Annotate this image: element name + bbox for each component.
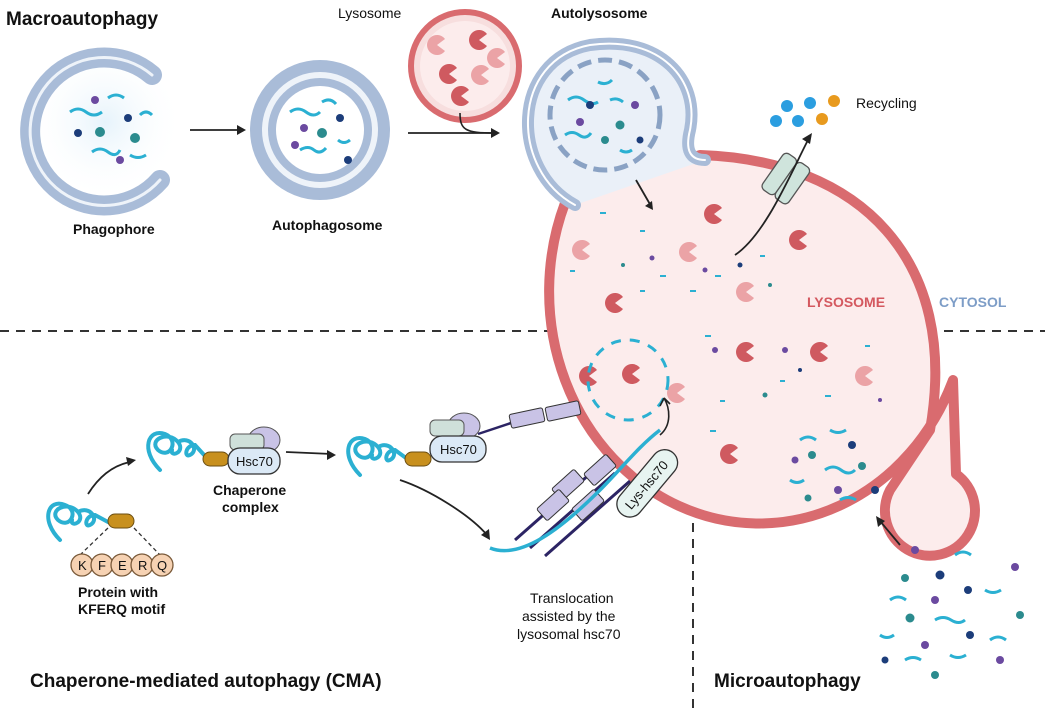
phagophore-label: Phagophore: [73, 221, 155, 237]
kferq-motif: K F E R Q: [70, 553, 174, 577]
translocation-label-line1: Translocation: [530, 590, 614, 606]
autophagosome: [250, 60, 390, 200]
microautophagy-title: Microautophagy: [714, 671, 861, 692]
efflux-transporter: [734, 133, 812, 256]
motif-letter-r: R: [138, 558, 147, 573]
autophagosome-label: Autophagosome: [272, 217, 383, 233]
arrow-phagophore-to-autophagosome: [190, 125, 246, 135]
motif-letter-q: Q: [157, 558, 167, 573]
cma-degradation: [586, 338, 671, 436]
protein-label-line2: KFERQ motif: [78, 601, 165, 617]
arrow-autolysosome-to-lysosome: [635, 179, 653, 210]
lamp2a-channel: Lys-hsc70: [489, 428, 679, 558]
hsc70-label-a: Hsc70: [236, 454, 273, 469]
inner-vesicle-dashed: [547, 57, 663, 173]
lysosome: [408, 9, 522, 134]
arrow-cytosol-to-invagination: [876, 516, 901, 546]
translocation-label-line2: assisted by the: [522, 608, 616, 624]
arrow-protein-to-complex: [87, 457, 136, 495]
chaperone-complex-bound: Hsc70: [346, 400, 582, 477]
degradation-debris: [570, 212, 882, 432]
cytosol-region-label: CYTOSOL: [939, 294, 1007, 310]
translocation-label-line3: lysosomal hsc70: [517, 626, 621, 642]
motif-letter-k: K: [78, 558, 87, 573]
cytosolic-cargo: [879, 546, 1024, 679]
phagophore: [20, 44, 183, 216]
chaperone-label-line2: complex: [222, 499, 279, 515]
arrow-to-autolysosome: [408, 128, 500, 138]
motif-letter-e: E: [118, 558, 127, 573]
recycling-label: Recycling: [856, 95, 917, 111]
autolysosome-label: Autolysosome: [551, 5, 648, 21]
lysosome-label: Lysosome: [338, 5, 402, 21]
protein-label-line1: Protein with: [78, 584, 158, 600]
chaperone-complex: Hsc70: [146, 426, 281, 475]
cma-title: Chaperone-mediated autophagy (CMA): [30, 671, 382, 692]
autolysosome: [521, 37, 711, 211]
arrow-to-channel: [399, 479, 490, 540]
lysosome-region-label: LYSOSOME: [807, 294, 885, 310]
recycling-molecules: [770, 95, 840, 127]
macroautophagy-title: Macroautophagy: [6, 9, 158, 30]
motif-letter-f: F: [98, 558, 106, 573]
kferq-protein: [46, 501, 161, 556]
microautophagy-invagination-cargo: [789, 428, 879, 502]
arrow-complex-to-lysosome: [285, 450, 336, 460]
chaperone-label-line1: Chaperone: [213, 482, 286, 498]
hsc70-label-b: Hsc70: [440, 442, 477, 457]
